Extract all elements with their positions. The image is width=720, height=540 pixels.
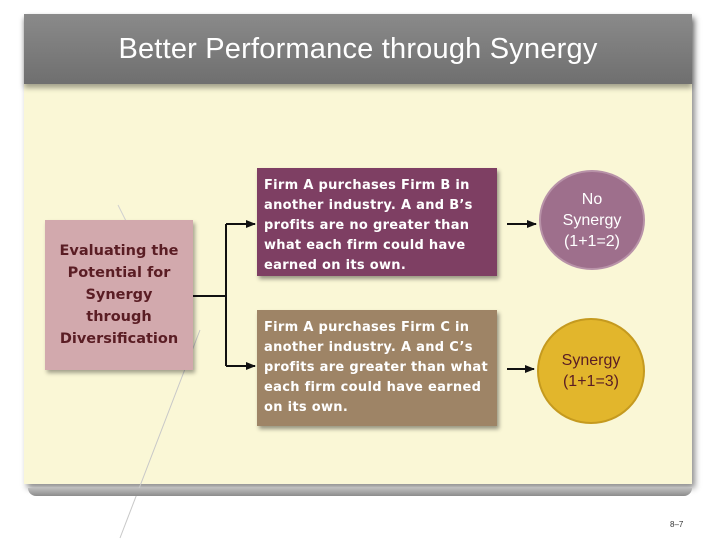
no-synergy-line-3: (1+1=2) — [563, 232, 621, 250]
bottom-rule — [28, 488, 692, 496]
branch-connector — [193, 220, 256, 370]
synergy-line-1: Synergy — [561, 352, 621, 369]
synergy-line-2: (1+1=3) — [562, 373, 620, 390]
evaluation-box: Evaluating the Potential for Synergy thr… — [45, 220, 193, 370]
title-bar: Better Performance through Synergy — [24, 14, 692, 84]
eval-line-1: Evaluating the — [59, 243, 179, 259]
no-synergy-line-2: Synergy — [562, 211, 622, 229]
eval-line-3: Synergy — [85, 287, 153, 303]
scenario-c-box: Firm A purchases Firm C in another indus… — [257, 310, 497, 426]
no-synergy-oval: No Synergy (1+1=2) — [539, 170, 645, 270]
slide-title: Better Performance through Synergy — [118, 32, 598, 65]
no-synergy-line-1: No — [581, 190, 603, 208]
scenario-b-text: Firm A purchases Firm B in another indus… — [264, 178, 473, 273]
synergy-oval: Synergy (1+1=3) — [537, 318, 645, 424]
eval-line-2: Potential for — [67, 265, 171, 281]
eval-line-4: through — [86, 309, 152, 325]
evaluation-box-label: Evaluating the Potential for Synergy thr… — [60, 240, 179, 350]
scenario-b-box: Firm A purchases Firm B in another indus… — [257, 168, 497, 276]
page-number: 8–7 — [670, 520, 684, 529]
eval-line-5: Diversification — [59, 331, 179, 347]
scenario-c-text: Firm A purchases Firm C in another indus… — [264, 320, 489, 415]
